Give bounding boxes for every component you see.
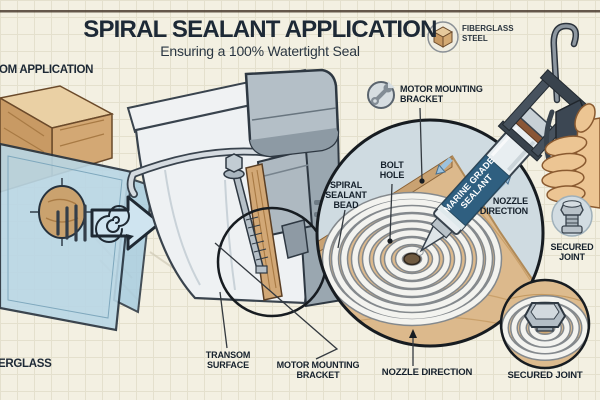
bolt-icon [551, 195, 593, 237]
page-subtitle: Ensuring a 100% Watertight Seal [160, 43, 360, 59]
center-bolt-hole [403, 252, 421, 266]
section-title-transom-application: OM APPLICATION [0, 64, 94, 76]
panel-bolt-hole [38, 185, 86, 239]
magnifier-detail [245, 216, 309, 274]
sealant-tube [416, 106, 554, 256]
legend-text: FIBERGLASS STEEL [462, 24, 532, 44]
label-spiral-sealant-bead: SPIRAL SEALANT BEAD [325, 180, 367, 211]
spiral-arrow-icon [95, 205, 134, 243]
legend-material-steel: STEEL [462, 34, 488, 43]
mounting-bolt [223, 153, 264, 272]
label-motor-mounting-bracket-bottom: MOTOR MOUNTING BRACKET [276, 360, 360, 381]
label-motor-mounting-bracket-top: MOTOR MOUNTING BRACKET [400, 84, 483, 105]
outboard-motor [244, 68, 344, 308]
label-secured-joint-right: SECURED JOINT [550, 242, 594, 263]
page-title: SPIRAL SEALANT APPLICATION [83, 16, 437, 43]
motion-dashes [56, 204, 87, 242]
spiral-application-arrow [90, 195, 162, 251]
legend-material-fiberglass: FIBERGLASS [462, 24, 514, 33]
secured-joint-inset [499, 278, 591, 370]
gun-rod [550, 22, 579, 104]
spiral-sealant-bead-rings [321, 191, 503, 327]
label-secured-joint-bottom: SECURED JOINT [507, 370, 583, 381]
label-nozzle-direction-right: NOZZLE DIRECTION [479, 196, 528, 217]
wrench-icon [367, 81, 395, 109]
top-border-line [0, 10, 600, 13]
nozzle-direction-arrow-down-left [435, 157, 453, 175]
rub-rail [126, 147, 296, 198]
leader-dots [387, 178, 425, 338]
label-transom-surface: TRANSOM SURFACE [205, 350, 251, 371]
label-bolt-hole: BOLT HOLE [379, 160, 405, 181]
tube-label-band [440, 154, 511, 227]
label-fiberglass: ERGLASS [0, 358, 52, 370]
label-nozzle-direction-bottom: NOZZLE DIRECTION [381, 367, 473, 378]
wood-cube-icon [427, 21, 459, 53]
leader-lines [214, 107, 423, 366]
